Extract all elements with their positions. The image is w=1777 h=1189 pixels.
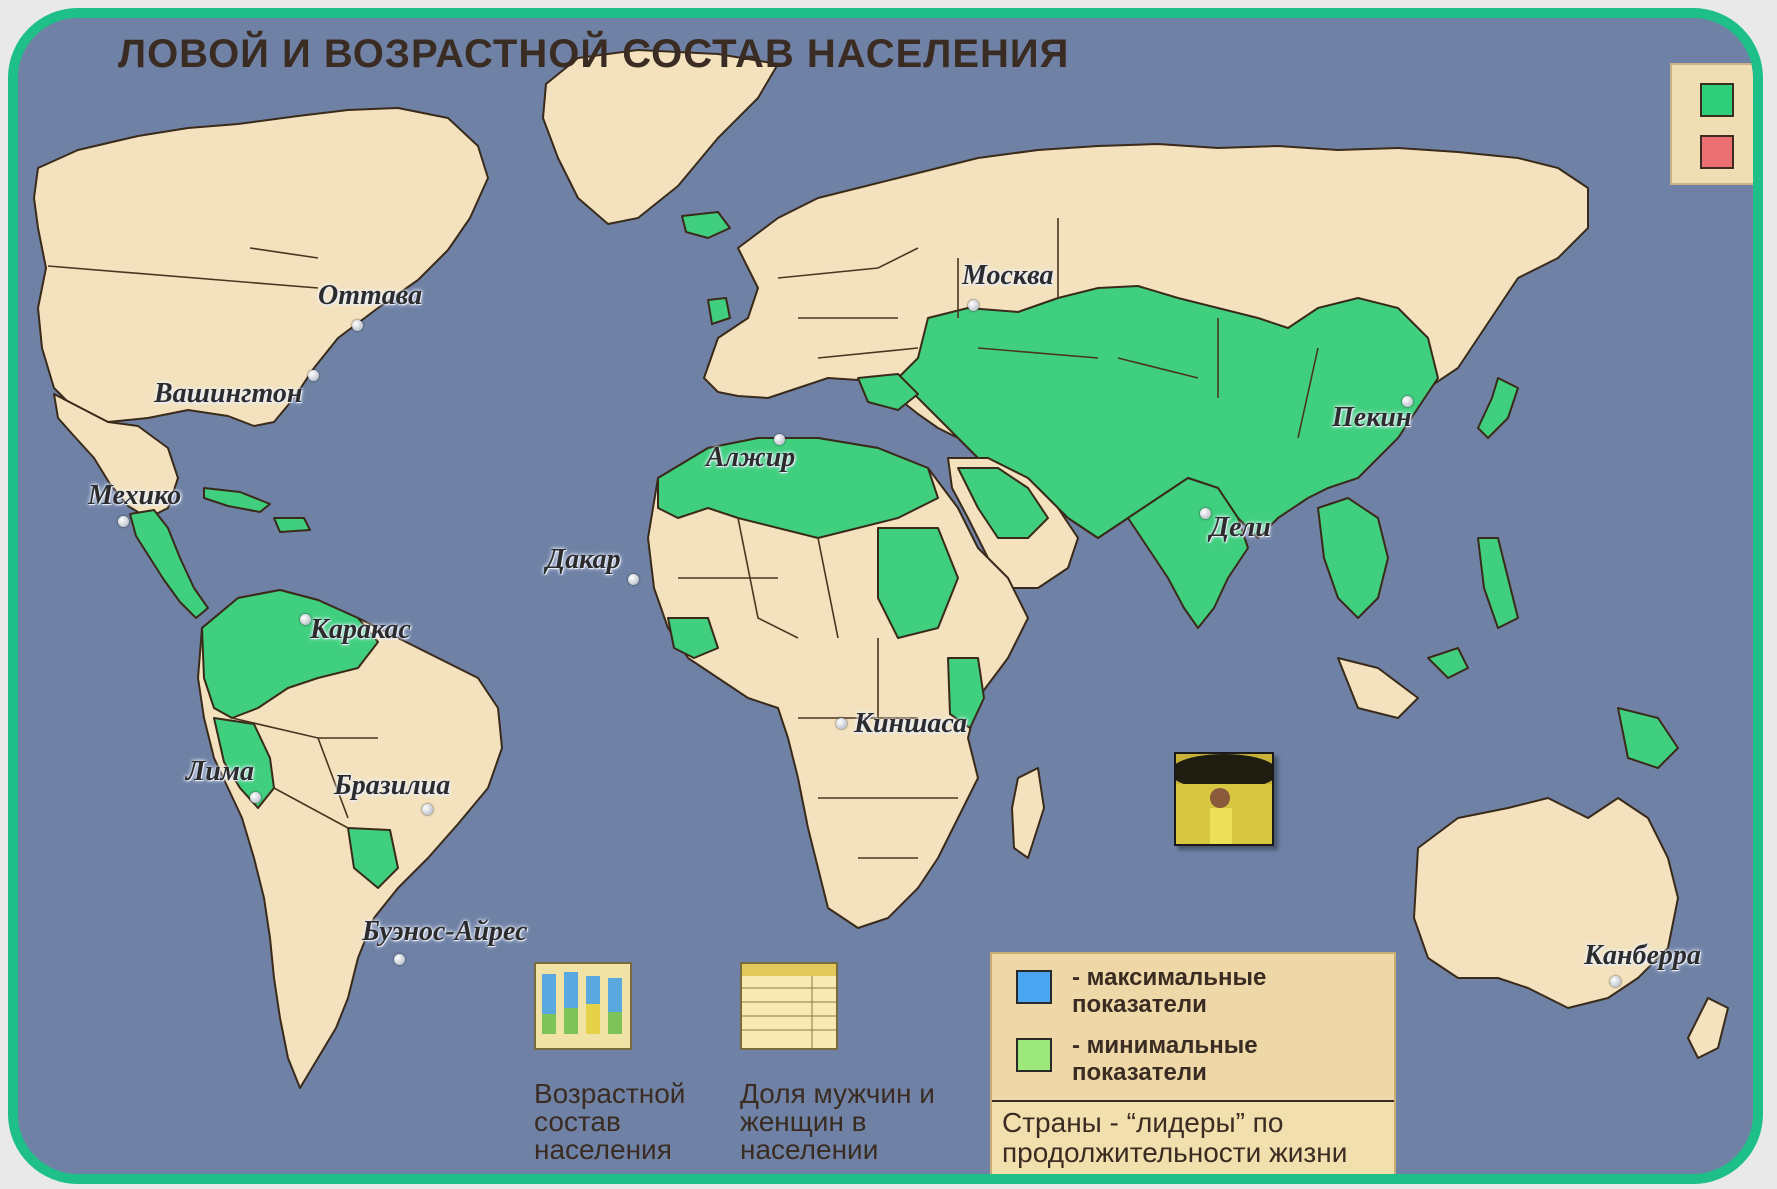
bar-chart-icon [536, 964, 630, 1048]
legend-swatch-red [1700, 135, 1734, 169]
kenya [947, 657, 985, 729]
age-structure-link[interactable]: Возрастной состав населения [534, 962, 694, 1165]
gender-share-link[interactable]: Доля мужчин и женщин в населении [740, 962, 940, 1165]
europe-asia [681, 143, 1589, 629]
hispaniola [273, 517, 311, 533]
city-label-moscow: Москва [962, 260, 1054, 291]
indochina [1317, 497, 1389, 619]
city-label-canberra: Канберра [1584, 940, 1701, 971]
table-icon [742, 964, 836, 1048]
city-dot-brasilia[interactable] [422, 804, 433, 815]
japan [1477, 377, 1519, 439]
city-label-mexico: Мехико [88, 480, 182, 511]
legend-min-label: - минимальные показатели [1072, 1032, 1258, 1086]
photo-thumbnail[interactable] [1174, 752, 1274, 846]
colombia-venezuela [201, 589, 379, 719]
legend-dash-1: - [1752, 87, 1760, 111]
city-label-beijing: Пекин [1332, 402, 1412, 433]
africa [647, 437, 1045, 929]
child-photo-icon [1176, 754, 1272, 844]
city-dot-algiers[interactable] [774, 434, 785, 445]
paraguay [347, 827, 399, 889]
city-dot-buenos-aires[interactable] [394, 954, 405, 965]
city-dot-dakar[interactable] [628, 574, 639, 585]
legend-caption: Страны - “лидеры” по продолжительности ж… [992, 1100, 1394, 1174]
legend-swatch-min [1016, 1038, 1052, 1072]
city-label-kinshasa: Киншаса [854, 708, 968, 739]
city-dot-mexico[interactable] [118, 516, 129, 527]
west-africa-coast [667, 617, 719, 659]
city-dot-delhi[interactable] [1200, 508, 1211, 519]
papua [1617, 707, 1679, 769]
peru [213, 717, 275, 809]
legend-max-label: - максимальные показатели [1072, 964, 1267, 1018]
borneo-part [1427, 647, 1469, 679]
canada-usa [33, 107, 489, 427]
sudan [877, 527, 959, 639]
cuba [203, 487, 271, 513]
map-frame: ЛОВОЙ И ВОЗРАСТНОЙ СОСТАВ НАСЕЛЕНИЯ Отта… [8, 8, 1763, 1184]
india [1127, 477, 1249, 629]
city-dot-caracas[interactable] [300, 614, 311, 625]
city-dot-kinshasa[interactable] [836, 718, 847, 729]
city-label-dakar: Дакар [546, 544, 621, 575]
balkans [857, 373, 919, 411]
world-map[interactable] [18, 18, 1753, 1174]
indicators-legend: - максимальные показатели - минимальные … [990, 952, 1396, 1174]
age-structure-link-label: Возрастной состав населения [534, 1078, 686, 1165]
city-label-caracas: Каракас [310, 614, 411, 645]
greenland [542, 49, 779, 225]
gender-share-link-label: Доля мужчин и женщин в населении [740, 1078, 935, 1165]
philippines [1477, 537, 1519, 629]
legend-swatch-green [1700, 83, 1734, 117]
city-dot-washington[interactable] [308, 370, 319, 381]
south-america [197, 589, 503, 1089]
city-label-algiers: Алжир [706, 442, 796, 473]
map-title: ЛОВОЙ И ВОЗРАСТНОЙ СОСТАВ НАСЕЛЕНИЯ [118, 32, 1070, 76]
city-dot-beijing[interactable] [1402, 396, 1413, 407]
city-label-brasilia: Бразилиа [334, 770, 451, 801]
gender-table-thumbnail [740, 962, 838, 1050]
new-zealand [1687, 997, 1729, 1059]
city-label-delhi: Дели [1210, 512, 1271, 543]
city-label-washington: Вашингтон [154, 378, 303, 409]
north-africa [657, 437, 939, 539]
central-america [129, 509, 209, 619]
north-america [33, 49, 779, 619]
ireland [707, 297, 731, 325]
legend-dash-2: - [1752, 139, 1760, 163]
city-dot-ottawa[interactable] [352, 320, 363, 331]
madagascar [1011, 767, 1045, 859]
city-label-ottawa: Оттава [318, 280, 423, 311]
city-label-lima: Лима [186, 756, 254, 787]
legend-swatch-max [1016, 970, 1052, 1004]
city-dot-lima[interactable] [250, 792, 261, 803]
indonesia [1337, 657, 1419, 719]
city-dot-moscow[interactable] [968, 300, 979, 311]
oceania [1337, 537, 1729, 1059]
australia [1413, 797, 1679, 1009]
iceland [681, 211, 731, 239]
city-label-buenos-aires: Буэнос-Айрес [362, 916, 528, 947]
arabia-leaders [957, 467, 1049, 539]
age-chart-thumbnail [534, 962, 632, 1050]
city-dot-canberra[interactable] [1610, 976, 1621, 987]
top-right-legend: - - [1670, 63, 1760, 185]
